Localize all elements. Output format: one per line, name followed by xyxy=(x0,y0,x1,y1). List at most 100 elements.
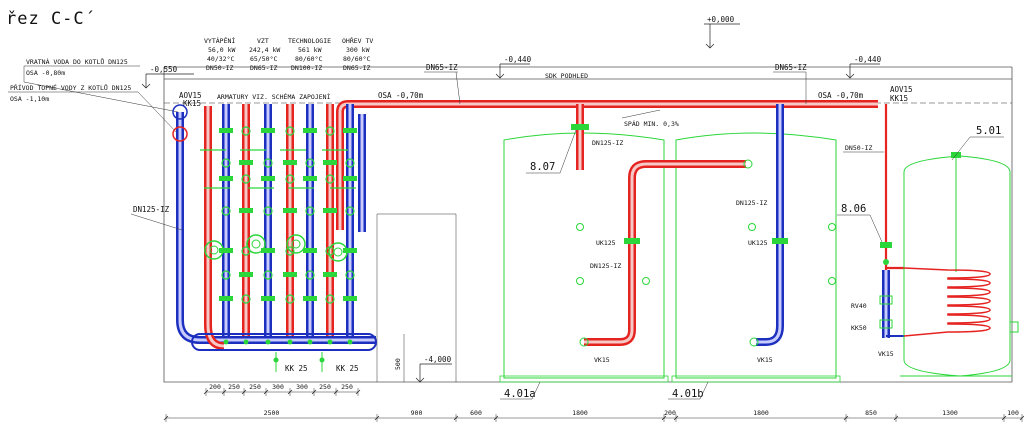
svg-text:DN65-IZ: DN65-IZ xyxy=(250,64,277,72)
dn125-tank2-label: DN125-IZ xyxy=(590,262,621,270)
svg-text:65/50°C: 65/50°C xyxy=(250,55,277,63)
svg-text:KK 25: KK 25 xyxy=(285,364,308,373)
drawing-title: řez C-C´ xyxy=(6,9,96,29)
distribution-branches xyxy=(200,104,357,345)
tag-807: 8.07 xyxy=(526,129,577,174)
svg-text:VYTÁPĚNÍ: VYTÁPĚNÍ xyxy=(204,36,235,45)
dimension-label: 600 xyxy=(470,409,482,417)
svg-text:-4,000: -4,000 xyxy=(424,355,452,364)
dimension-label: 1800 xyxy=(753,409,769,417)
boiler-pipe-labels: VRATNÁ VODA DO KOTLŮ DN125 OSA -0,80m PŘ… xyxy=(8,57,179,135)
dn65-left-label: DN65-IZ xyxy=(426,63,458,72)
branch-riser xyxy=(261,104,275,345)
ceiling-pipe xyxy=(336,100,878,232)
level-marker-550: -0,550 xyxy=(141,65,194,89)
dimension-label: 1800 xyxy=(572,409,588,417)
uk-a-label: UK125 xyxy=(596,239,616,247)
boiler-pipes xyxy=(172,104,376,350)
dimension-label: 300 xyxy=(296,383,308,391)
rv40-label: RV40 xyxy=(851,302,867,310)
dimension-label: 2500 xyxy=(264,409,280,417)
dimension-label: 250 xyxy=(249,383,261,391)
osa-left-label: OSA -0,70m xyxy=(378,91,424,100)
uk-b-label: UK125 xyxy=(748,239,768,247)
level-marker-440-left: -0,440 xyxy=(495,55,532,79)
dimension-label: 1300 xyxy=(942,409,958,417)
osa-right-label: OSA -0,70m xyxy=(818,91,864,100)
dimension-label: 200 xyxy=(664,409,676,417)
svg-text:PŘÍVOD TOPNÉ VODY Z KOTLŮ DN12: PŘÍVOD TOPNÉ VODY Z KOTLŮ DN125 xyxy=(10,83,131,92)
svg-text:8.06: 8.06 xyxy=(841,203,866,215)
svg-text:561 kW: 561 kW xyxy=(298,46,322,54)
armatury-label: ARMATURY VIZ. SCHÉMA ZAPOJENÍ xyxy=(217,92,331,101)
tank-401b xyxy=(671,132,841,383)
svg-text:TECHNOLOGIE: TECHNOLOGIE xyxy=(288,37,331,45)
svg-text:-0,550: -0,550 xyxy=(150,65,178,74)
svg-text:242,4 kW: 242,4 kW xyxy=(249,46,280,54)
branch-riser xyxy=(303,104,317,345)
dimension-label: 250 xyxy=(228,383,240,391)
dn125-left-label: DN125-IZ xyxy=(133,205,170,214)
dim-500: 500 -4,000 xyxy=(394,334,452,383)
svg-text:KK 25: KK 25 xyxy=(336,364,359,373)
svg-text:DN50-IZ: DN50-IZ xyxy=(206,64,233,72)
svg-text:5.01: 5.01 xyxy=(976,125,1001,137)
dimension-label: 900 xyxy=(411,409,423,417)
svg-text:40/32°C: 40/32°C xyxy=(207,55,234,63)
pump-icon xyxy=(204,240,224,260)
dimension-label: 250 xyxy=(341,383,353,391)
tank-pipes xyxy=(571,104,788,347)
dimension-row-main: 2500 900 600 1800 200 1800 850 1300 100 xyxy=(163,409,1024,422)
branch-technology: TECHNOLOGIE 561 kW 80/60°C DN100-IZ xyxy=(288,37,331,72)
dimension-label: 850 xyxy=(865,409,877,417)
svg-text:300 kW: 300 kW xyxy=(346,46,370,54)
svg-text:-0,440: -0,440 xyxy=(854,55,882,64)
level-marker-440-right: -0,440 xyxy=(845,55,882,79)
branch-vzt: VZT 242,4 kW 65/50°C DN65-IZ xyxy=(249,37,280,72)
svg-text:VRATNÁ VODA DO KOTLŮ DN125: VRATNÁ VODA DO KOTLŮ DN125 xyxy=(26,57,128,66)
svg-text:80/60°C: 80/60°C xyxy=(343,55,370,63)
level-marker-0: +0,000 xyxy=(704,15,740,49)
pump-icon xyxy=(286,234,306,254)
dimension-label: 200 xyxy=(209,383,221,391)
branch-heating: VYTÁPĚNÍ 56,0 kW 40/32°C DN50-IZ xyxy=(204,36,235,72)
svg-text:OHŘEV TV: OHŘEV TV xyxy=(342,36,373,45)
kk-right-label: KK15 xyxy=(890,94,908,103)
svg-text:DN65-IZ: DN65-IZ xyxy=(343,64,370,72)
dimension-label: 100 xyxy=(1007,409,1019,417)
dn65-right-label: DN65-IZ xyxy=(775,63,807,72)
sdk-label: SDK PODHLED xyxy=(545,72,588,80)
pump-icon xyxy=(246,234,266,254)
dimension-label: 300 xyxy=(272,383,284,391)
branch-riser xyxy=(343,104,357,345)
bottom-collector: KK 25 KK 25 xyxy=(191,333,377,373)
water-heater-501 xyxy=(900,152,1019,377)
heating-branch-table: VYTÁPĚNÍ 56,0 kW 40/32°C DN50-IZ VZT 242… xyxy=(204,36,373,72)
branch-riser xyxy=(283,104,297,345)
svg-text:4.01b: 4.01b xyxy=(672,388,704,400)
svg-text:VZT: VZT xyxy=(257,37,269,45)
svg-text:56,0 kW: 56,0 kW xyxy=(208,46,235,54)
kk-left-label: KK15 xyxy=(183,99,201,108)
branch-riser xyxy=(323,104,337,345)
tag-401b: 4.01b xyxy=(668,381,709,400)
aov-right-label: AOV15 xyxy=(890,85,913,94)
svg-text:4.01a: 4.01a xyxy=(504,388,536,400)
vk-b-label: VK15 xyxy=(757,356,773,364)
svg-text:-0,440: -0,440 xyxy=(504,55,532,64)
dn50-label: DN50-IZ xyxy=(845,144,872,152)
tag-501: 5.01 xyxy=(951,125,1004,161)
branch-riser xyxy=(239,104,253,345)
dn125-mid-label: DN125-IZ xyxy=(736,199,767,207)
svg-text:OSA -0,80m: OSA -0,80m xyxy=(26,69,65,77)
svg-text:80/60°C: 80/60°C xyxy=(295,55,322,63)
vk-a-label: VK15 xyxy=(594,356,610,364)
svg-text:OSA -1,10m: OSA -1,10m xyxy=(10,95,49,103)
svg-text:500: 500 xyxy=(394,358,402,370)
tank-401a xyxy=(499,132,669,383)
svg-text:+0,000: +0,000 xyxy=(707,15,735,24)
svg-text:DN100-IZ: DN100-IZ xyxy=(291,64,322,72)
aov-left-label: AOV15 xyxy=(179,91,202,100)
